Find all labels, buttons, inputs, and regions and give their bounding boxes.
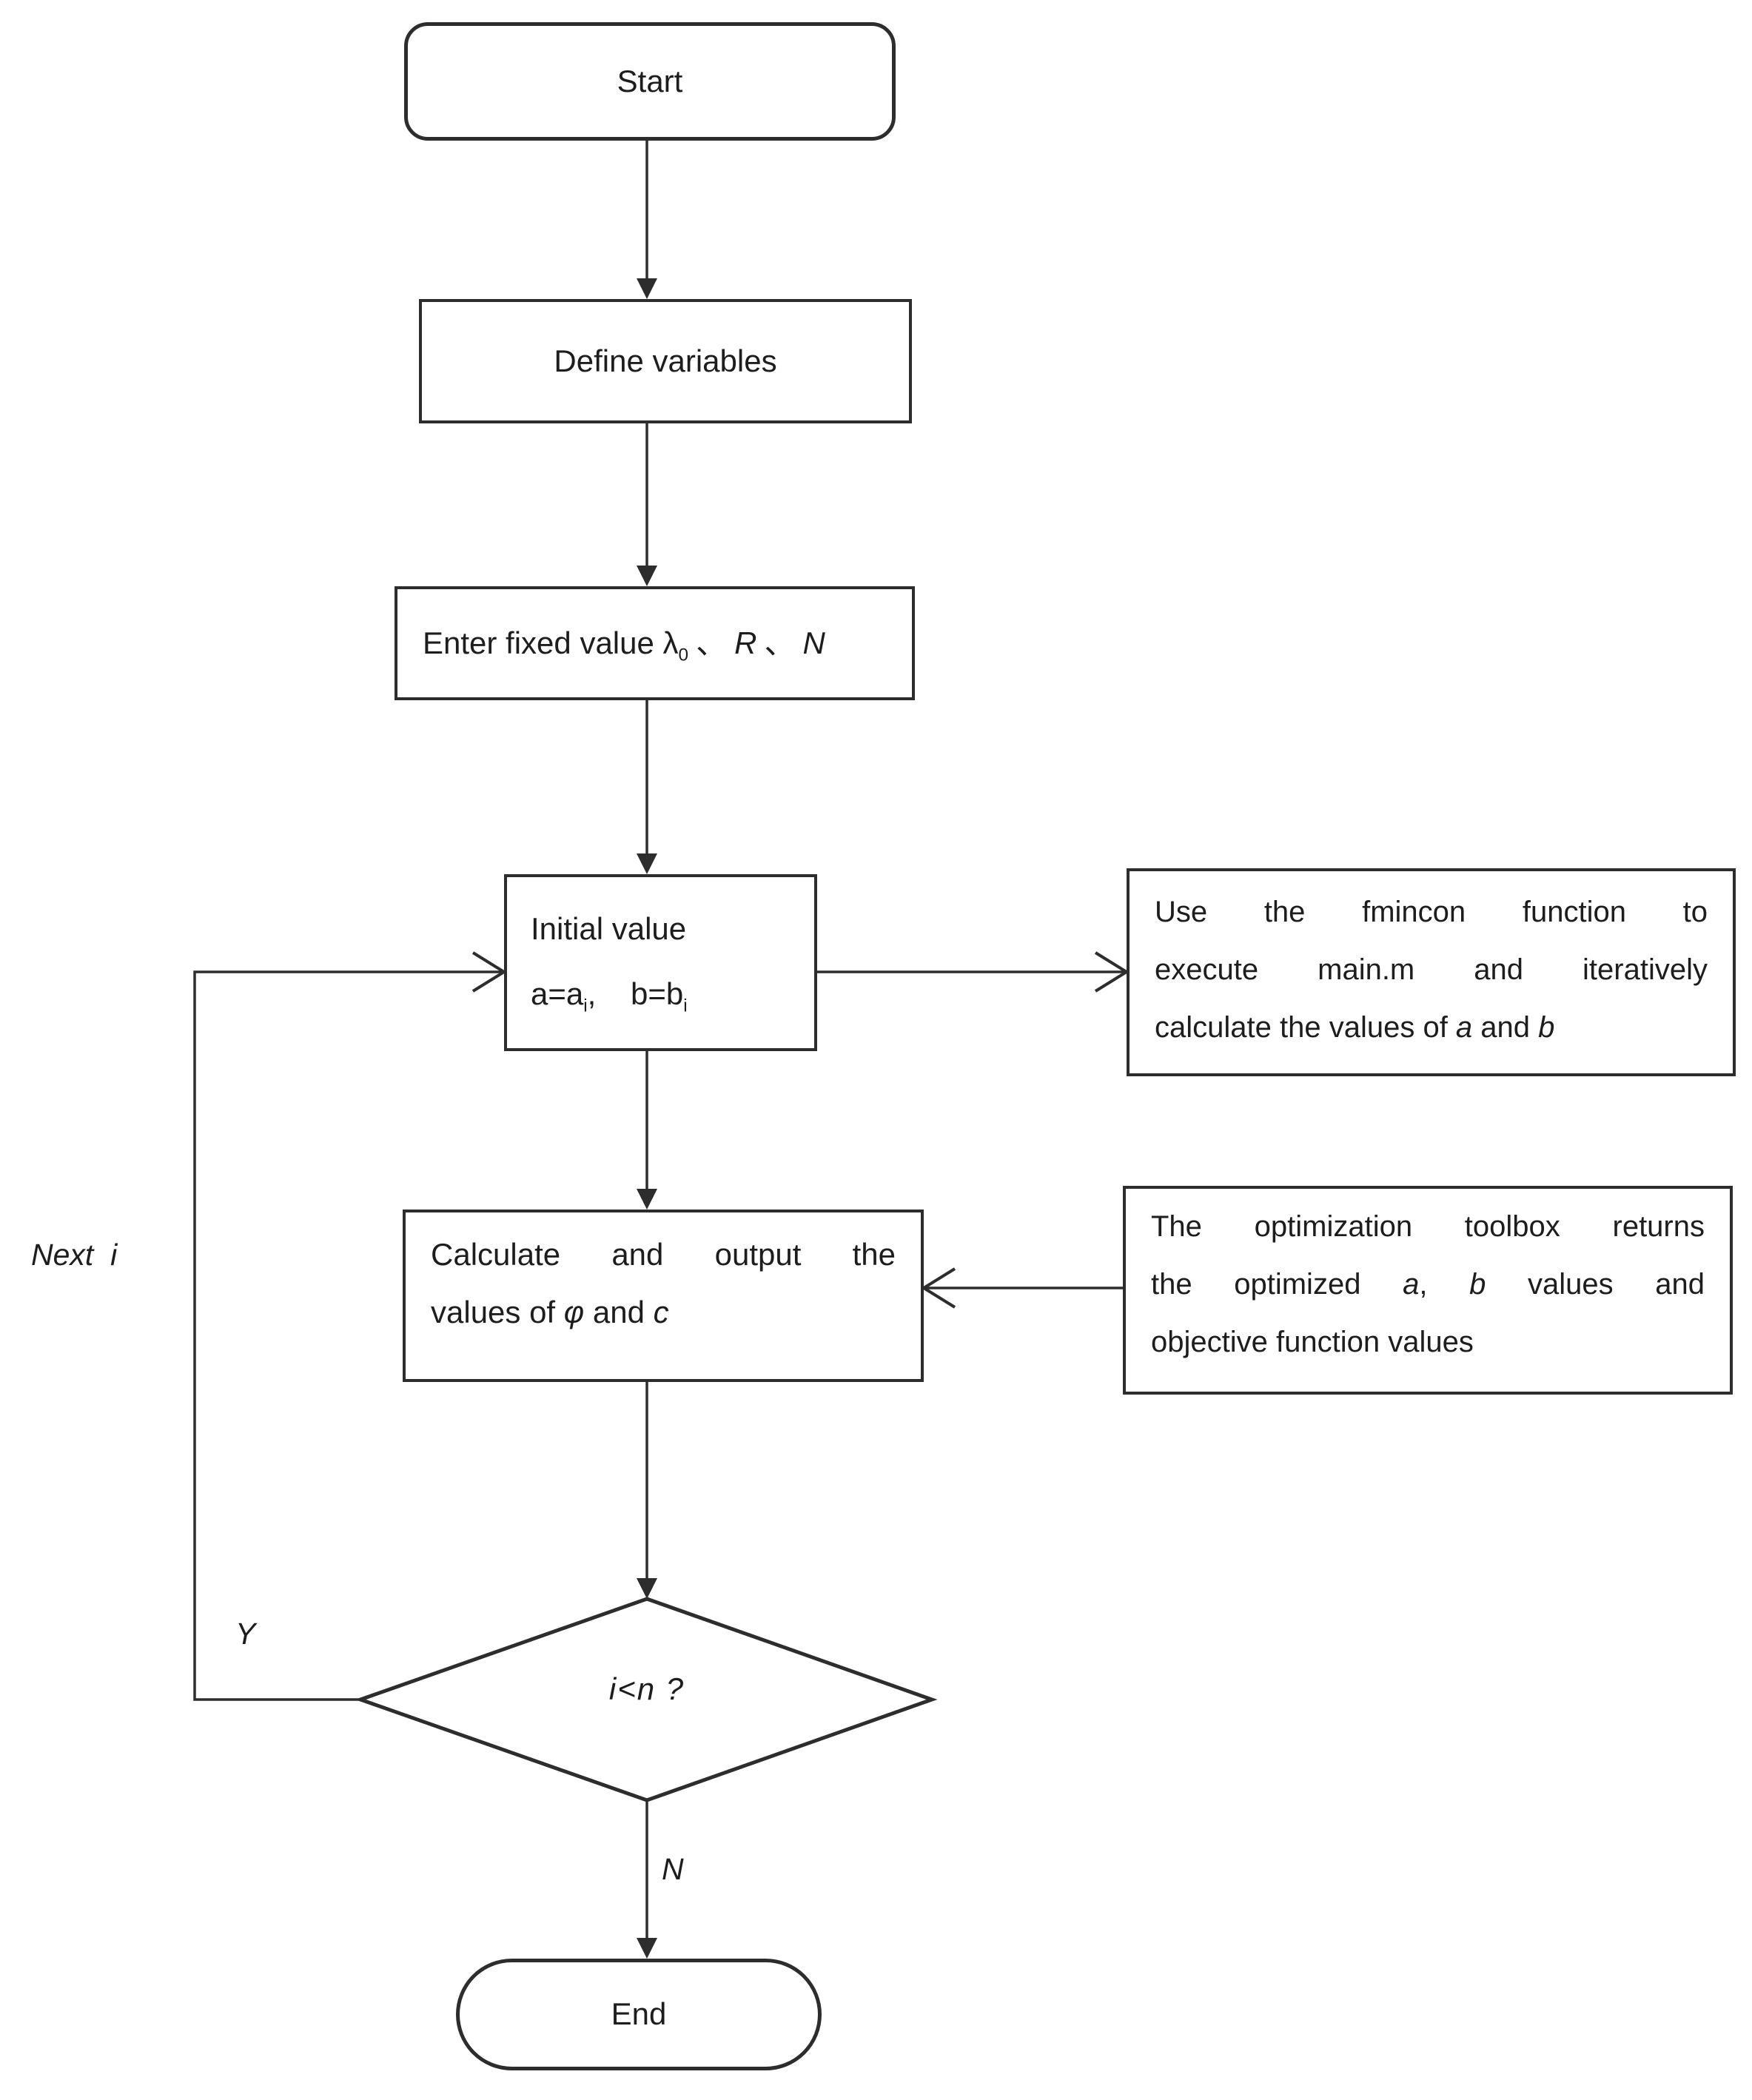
node-toolbox-note: The optimization toolbox returns the opt… bbox=[1123, 1186, 1733, 1395]
initial-value-line2: a=ai, b=bi bbox=[531, 976, 688, 1016]
edge-calculate-to-decision bbox=[637, 1382, 657, 1599]
node-start: Start bbox=[404, 22, 896, 141]
initial-value-line1: Initial value bbox=[531, 911, 687, 946]
node-end: End bbox=[456, 1959, 822, 2070]
edge-decision-to-end bbox=[637, 1800, 657, 1959]
start-label: Start bbox=[617, 63, 683, 98]
toolbox-note-line2: the optimized a, b values and bbox=[1151, 1268, 1705, 1301]
toolbox-note-line1: The optimization toolbox returns bbox=[1151, 1210, 1705, 1243]
node-define-variables: Define variables bbox=[419, 299, 912, 423]
edge-enter-to-initial bbox=[637, 700, 657, 874]
define-variables-label: Define variables bbox=[554, 343, 777, 378]
toolbox-note-line3: objective function values bbox=[1151, 1326, 1474, 1358]
calculate-output-line1: Calculate and output the bbox=[431, 1237, 896, 1272]
decision-diamond-shape bbox=[355, 1597, 938, 1802]
node-initial-value: Initial value a=ai, b=bi bbox=[504, 874, 817, 1051]
node-calculate-output: Calculate and output the values of φ and… bbox=[403, 1210, 924, 1382]
calculate-output-line2: values of φ and c bbox=[431, 1295, 669, 1329]
decision-no-label: N bbox=[662, 1852, 684, 1886]
node-fmincon-note: Use the fmincon function to execute main… bbox=[1127, 868, 1736, 1076]
loop-label-next-i: Next i bbox=[31, 1238, 118, 1272]
decision-condition: i<n ? bbox=[608, 1671, 685, 1706]
edge-initial-to-calculate bbox=[637, 1051, 657, 1210]
enter-fixed-value-label: Enter fixed value λ0、R、N bbox=[423, 625, 825, 665]
node-enter-fixed-value: Enter fixed value λ0、R、N bbox=[395, 586, 915, 700]
fmincon-note-line2: execute main.m and iteratively bbox=[1155, 953, 1708, 986]
edge-initial-to-fmincon bbox=[817, 951, 1130, 993]
decision-yes-label: Y bbox=[235, 1617, 256, 1651]
edge-define-to-enter bbox=[637, 423, 657, 586]
end-label: End bbox=[611, 1996, 667, 2032]
fmincon-note-line3: calculate the values of a and b bbox=[1155, 1011, 1555, 1044]
edge-start-to-define bbox=[637, 141, 657, 299]
edge-toolbox-to-calculate bbox=[921, 1267, 1124, 1309]
fmincon-note-line1: Use the fmincon function to bbox=[1155, 896, 1708, 928]
